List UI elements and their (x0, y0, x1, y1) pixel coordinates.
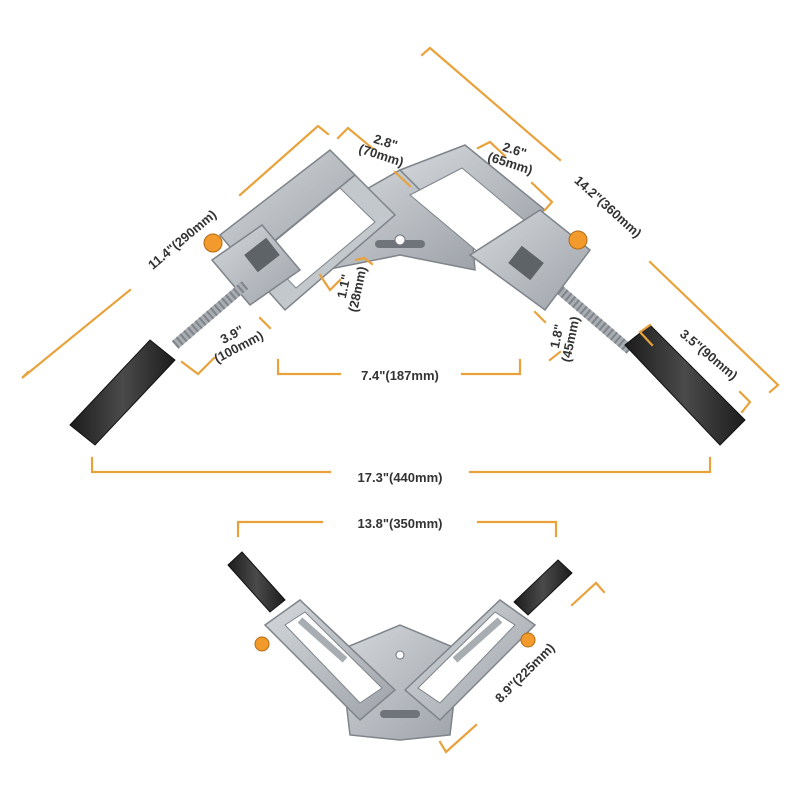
svg-text:3.9"(100mm): 3.9"(100mm) (205, 315, 266, 366)
bottom-left-handle[interactable] (227, 551, 286, 613)
base-hole (394, 234, 406, 246)
dim-line-right-jaw-width (476, 140, 507, 158)
svg-text:1.8"(45mm): 1.8"(45mm) (545, 312, 583, 363)
dim-line-bottom-diagonal (438, 723, 478, 754)
left-knob[interactable] (203, 233, 223, 253)
left-handle[interactable] (69, 339, 176, 446)
right-knob[interactable] (568, 230, 588, 250)
dim-line-left-jaw-depth (180, 356, 216, 376)
dim-line-right-jaw-depth (533, 310, 547, 324)
dim-line-handle-length (638, 323, 654, 347)
dimension-lines (21, 46, 780, 754)
dimension-label-line: (45mm) (558, 315, 582, 363)
top-view-clamp (69, 144, 746, 446)
dimension-label-line: 1.8" (547, 323, 567, 350)
label-right-diagonal: 14.2"(360mm) (571, 173, 644, 241)
label-left-jaw-depth: 3.9"(100mm) (205, 315, 266, 366)
bottom-right-handle[interactable] (513, 559, 573, 616)
right-jaw-assembly (398, 144, 592, 312)
label-bottom-width: 13.8"(350mm) (358, 516, 443, 531)
bottom-view-clamp (227, 551, 573, 741)
dimension-label-line: 2.6" (501, 139, 529, 161)
label-overall-width-top: 17.3"(440mm) (358, 470, 443, 485)
bottom-right-knob[interactable] (520, 632, 536, 648)
label-inner-span: 7.4"(187mm) (361, 368, 439, 383)
dim-line-center-height (318, 273, 342, 292)
dim-line-bottom-width (236, 520, 324, 538)
dimension-label-line: 1.1" (334, 273, 354, 300)
label-left-jaw-width: 2.8"(70mm) (357, 128, 410, 170)
dim-line-overall-top (90, 456, 332, 474)
label-center-height: 1.1"(28mm) (332, 262, 370, 313)
svg-text:1.1"(28mm): 1.1"(28mm) (332, 262, 370, 313)
left-handle-assembly (69, 281, 249, 446)
dimension-label-line: (28mm) (345, 265, 369, 313)
right-handle-assembly (556, 286, 746, 446)
dim-line-inner-span (276, 358, 342, 376)
dim-line-left-diagonal (21, 288, 132, 379)
dimension-label-line: 2.8" (372, 131, 400, 153)
bottom-left-knob[interactable] (254, 636, 270, 652)
dim-line-right-diagonal (420, 46, 562, 162)
label-right-jaw-depth: 1.8"(45mm) (545, 312, 583, 363)
dim-line-left-jaw-width (336, 126, 374, 150)
svg-text:2.8"(70mm): 2.8"(70mm) (357, 128, 410, 170)
left-jaw-assembly (203, 149, 397, 312)
